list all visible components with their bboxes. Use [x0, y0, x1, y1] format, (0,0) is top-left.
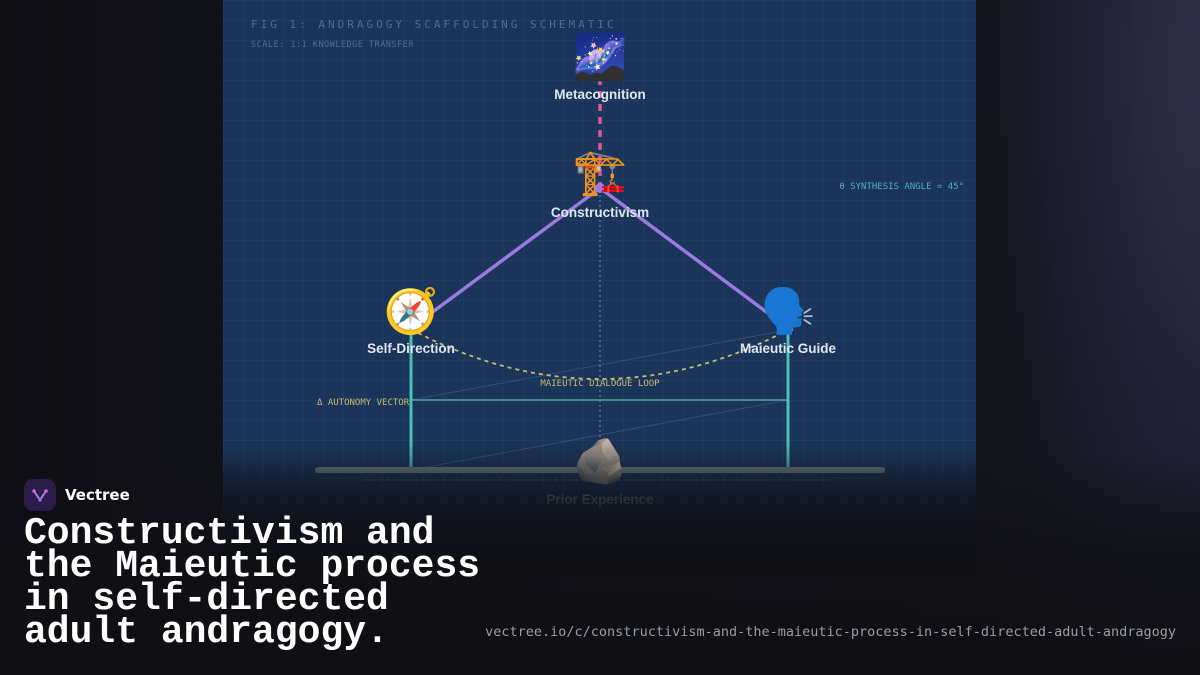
node-label-maieutic-guide: Maieutic Guide [740, 341, 837, 356]
page-url: vectree.io/c/constructivism-and-the-maie… [485, 624, 1176, 640]
page-title: Constructivism and the Maieutic process … [24, 512, 481, 654]
compass-icon: 🧭 [384, 286, 439, 337]
dialogue-loop-annotation: MAIEUTIC DIALOGUE LOOP [540, 379, 660, 389]
truss-arm-right [598, 186, 790, 330]
node-label-metacognition: Metacognition [554, 87, 646, 102]
brand-name: Vectree [65, 486, 130, 504]
brand: Vectree [24, 479, 130, 511]
synthesis-angle-annotation: θ SYNTHESIS ANGLE = 45° [839, 182, 964, 192]
crane-icon: 🏗️ [573, 147, 628, 198]
joint-right [783, 324, 793, 334]
rock-icon: 🪨 [573, 436, 628, 487]
truss-arm-left [409, 186, 602, 330]
figure-subtitle: SCALE: 1:1 KNOWLEDGE TRANSFER [251, 40, 414, 50]
speaking-head-icon: 🗣️ [761, 286, 816, 337]
joint-apex [595, 183, 605, 193]
node-label-prior-experience: Prior Experience [546, 492, 654, 507]
vectree-logo-icon [24, 479, 56, 511]
figure-title: FIG 1: ANDRAGOGY SCAFFOLDING SCHEMATIC [251, 18, 617, 31]
node-label-constructivism: Constructivism [551, 205, 649, 220]
autonomy-vector-annotation: Δ AUTONOMY VECTOR [317, 398, 410, 408]
node-label-self-direction: Self-Direction [367, 341, 455, 356]
galaxy-icon: 🌌 [573, 32, 628, 83]
joint-left [406, 324, 416, 334]
